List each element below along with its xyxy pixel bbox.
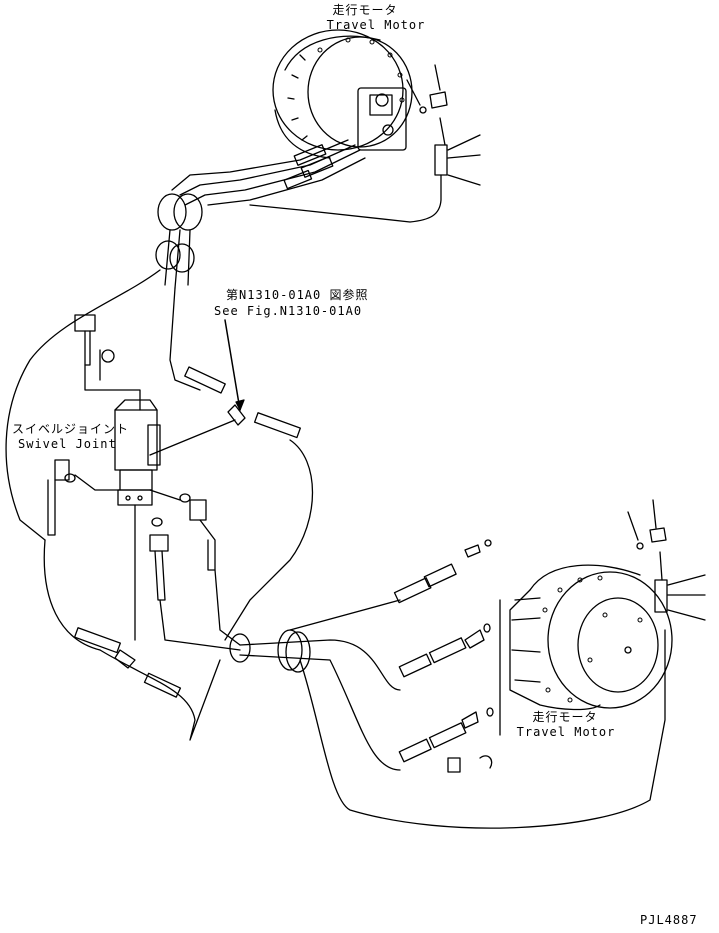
fig-ref-label-jp: 第N1310-01A0 図参照 bbox=[226, 288, 369, 302]
fig-ref-label-en: See Fig.N1310-01A0 bbox=[214, 304, 363, 318]
top-travel-motor bbox=[272, 29, 413, 159]
drawing-number: PJL4887 bbox=[640, 913, 698, 927]
bottom-right-fittings bbox=[499, 499, 706, 736]
top-motor-hoses bbox=[171, 139, 366, 206]
bottom-travel-motor bbox=[509, 564, 673, 711]
left-fittings bbox=[47, 314, 141, 536]
swivel-joint-label-en: Swivel Joint bbox=[18, 437, 117, 451]
bottom-motor-label-en: Travel Motor bbox=[516, 725, 616, 739]
lower-fittings bbox=[393, 539, 494, 773]
swivel-joint-label-jp: スイベルジョイント bbox=[12, 422, 130, 436]
swivel-joint bbox=[64, 399, 236, 641]
top-motor-label-en: Travel Motor bbox=[326, 18, 426, 32]
top-motor-label-jp: 走行モータ bbox=[332, 3, 398, 17]
top-right-fittings bbox=[249, 64, 481, 223]
bottom-motor-label-jp: 走行モータ bbox=[532, 710, 598, 724]
lower-left-hoses bbox=[43, 539, 221, 741]
hose-clamps-lower bbox=[229, 599, 666, 829]
hose-clamps-upper bbox=[5, 193, 203, 541]
center-hoses bbox=[149, 319, 314, 651]
